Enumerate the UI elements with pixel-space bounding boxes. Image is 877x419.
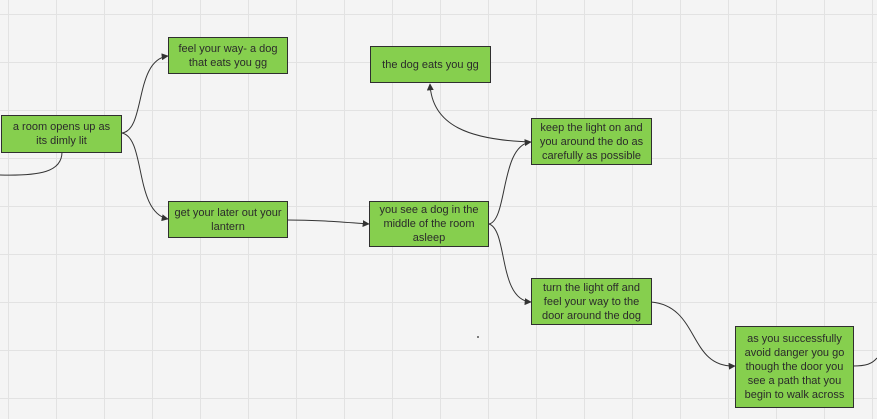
node-room-opens[interactable]: a room opens up as its dimly lit	[1, 115, 122, 153]
connector-success-outgoing	[852, 357, 877, 367]
stray-dot	[477, 336, 479, 338]
node-keep-light-on[interactable]: keep the light on and you around the do …	[531, 118, 652, 165]
node-avoid-danger-label: as you successfully avoid danger you go …	[744, 333, 845, 401]
node-dog-eats-you-label: the dog eats you gg	[382, 58, 479, 71]
connector-room-to-lantern	[121, 132, 169, 222]
node-feel-your-way-label: feel your way- a dog that eats you gg	[178, 42, 278, 69]
connector-incoming-room	[0, 151, 63, 176]
connector-room-to-feel-way	[121, 53, 169, 134]
connector-light-off-to-success	[650, 301, 736, 370]
connector-dog-asleep-to-light-off	[488, 223, 532, 306]
node-get-lantern[interactable]: get your later out your lantern	[168, 201, 288, 238]
node-dog-asleep-label: you see a dog in the middle of the room …	[379, 204, 479, 244]
node-keep-light-on-label: keep the light on and you around the do …	[539, 121, 644, 162]
connector-dog-asleep-to-light-on	[488, 139, 532, 225]
node-dog-eats-you[interactable]: the dog eats you gg	[370, 46, 491, 83]
node-turn-light-off-label: turn the light off and feel your way to …	[541, 281, 642, 322]
node-room-opens-label: a room opens up as its dimly lit	[12, 121, 111, 147]
node-avoid-danger[interactable]: as you successfully avoid danger you go …	[735, 326, 854, 408]
node-feel-your-way[interactable]: feel your way- a dog that eats you gg	[168, 37, 288, 74]
node-dog-asleep[interactable]: you see a dog in the middle of the room …	[369, 201, 489, 247]
node-get-lantern-label: get your later out your lantern	[174, 206, 282, 233]
connector-light-on-to-dog-eats	[426, 83, 532, 143]
node-turn-light-off[interactable]: turn the light off and feel your way to …	[531, 278, 652, 325]
connector-lantern-to-dog-asleep	[286, 219, 370, 228]
